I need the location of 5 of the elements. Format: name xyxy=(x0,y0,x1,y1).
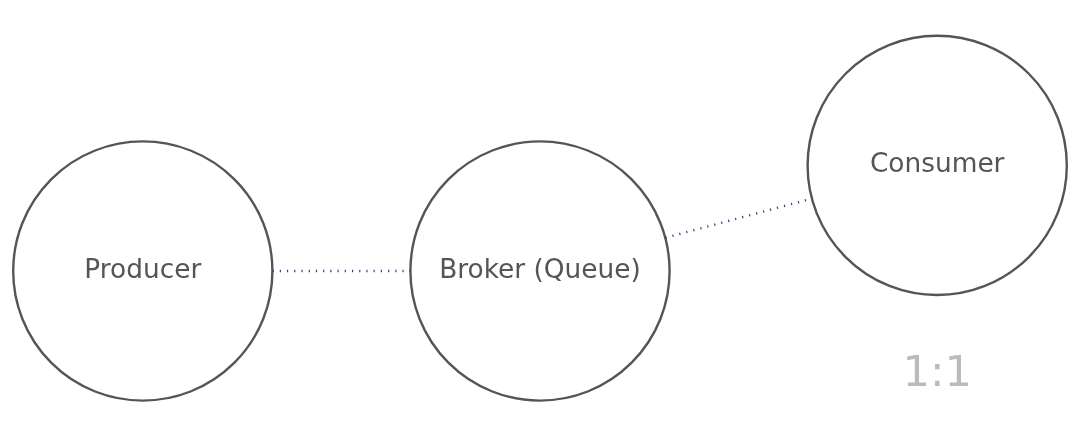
label: 1:1 xyxy=(902,345,972,396)
node-circle: Producer xyxy=(12,139,274,402)
node-circle: Consumer xyxy=(806,34,1068,296)
connector xyxy=(665,196,813,239)
node-circle: Broker (Queue) xyxy=(409,139,671,402)
